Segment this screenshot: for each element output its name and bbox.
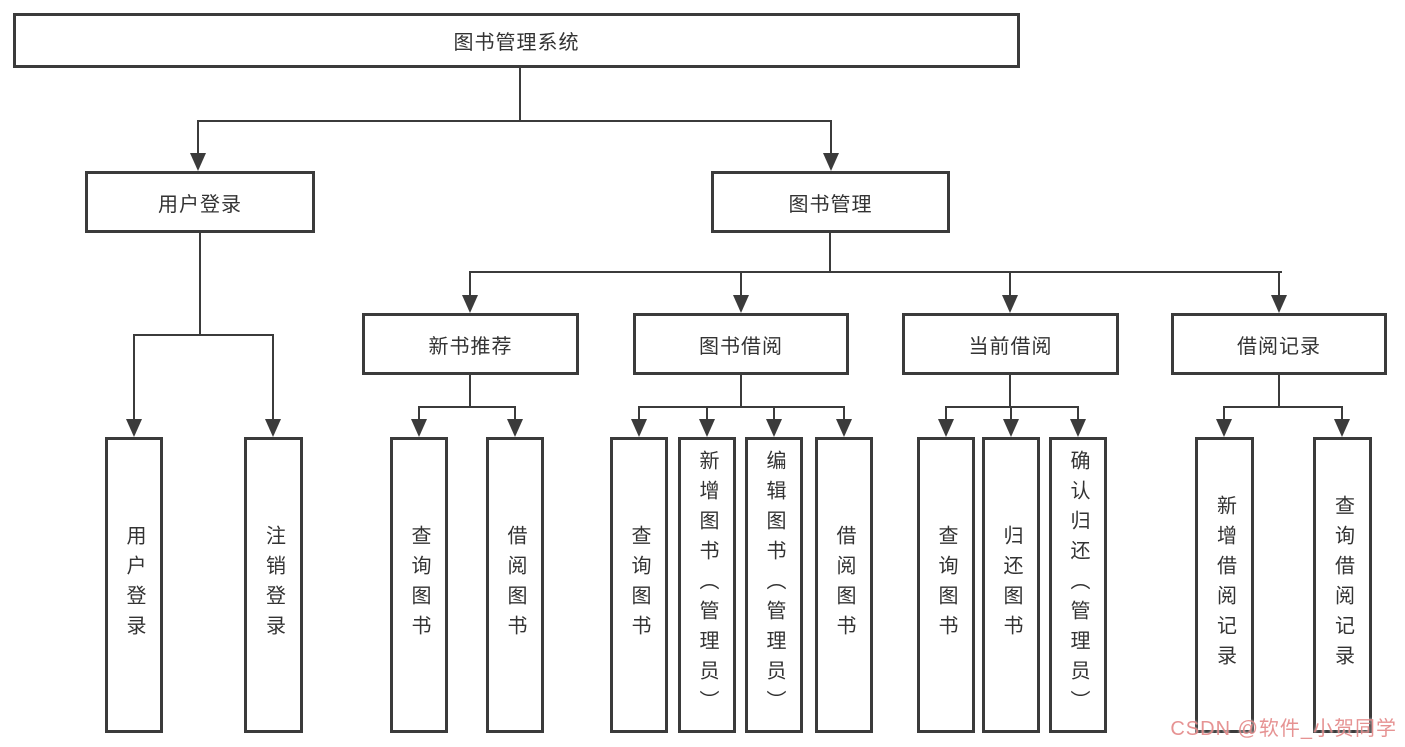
leaf-confirm-return-admin-label: 确认归还（管理员） <box>1067 450 1089 720</box>
leaf-query-books-current-label: 查询图书 <box>935 525 957 645</box>
connector-borrow-records-drop <box>1278 272 1280 297</box>
connector-user-login-stem <box>199 233 201 336</box>
node-book-management-label: 图书管理 <box>788 193 873 216</box>
connector-book-mgmt-stem <box>829 233 831 273</box>
node-borrow-records: 借阅记录 <box>1171 313 1387 375</box>
leaf-borrow-books-recommend-label: 借阅图书 <box>504 525 526 645</box>
leaf-user-login-label: 用户登录 <box>123 525 145 645</box>
arrow-book-borrow <box>733 295 749 313</box>
node-root-label: 图书管理系统 <box>453 32 580 54</box>
arrow-g2-leaf-1 <box>411 419 427 437</box>
connector-g3-hline <box>638 406 845 408</box>
leaf-confirm-return-admin: 确认归还（管理员） <box>1049 437 1107 733</box>
arrow-g4-leaf-3 <box>1070 419 1086 437</box>
node-book-management: 图书管理 <box>711 171 950 233</box>
leaf-query-borrow-record: 查询借阅记录 <box>1313 437 1372 733</box>
leaf-query-books-recommend: 查询图书 <box>390 437 448 733</box>
connector-user-login-drop <box>197 121 199 155</box>
connector-g4-stem <box>1009 375 1011 408</box>
arrow-leaf-login <box>126 419 142 437</box>
leaf-user-login: 用户登录 <box>105 437 163 733</box>
connector-book-mgmt-drop <box>830 121 832 155</box>
connector-g5-drop-2 <box>1341 407 1343 421</box>
arrow-g5-leaf-2 <box>1334 419 1350 437</box>
connector-g2-stem <box>469 375 471 408</box>
connector-user-login-hline <box>133 334 274 336</box>
node-user-login-label: 用户登录 <box>158 193 242 216</box>
connector-g5-stem <box>1278 375 1280 408</box>
leaf-add-book-admin: 新增图书（管理员） <box>678 437 736 733</box>
connector-new-book-drop <box>469 272 471 297</box>
arrow-g3-leaf-4 <box>836 419 852 437</box>
connector-level2-hline <box>197 120 832 122</box>
connector-current-borrow-drop <box>1009 272 1011 297</box>
leaf-query-books-borrow: 查询图书 <box>610 437 668 733</box>
connector-g3-drop-3 <box>773 407 775 421</box>
node-root: 图书管理系统 <box>13 13 1020 68</box>
arrow-current-borrow <box>1002 295 1018 313</box>
node-book-borrow: 图书借阅 <box>633 313 849 375</box>
node-new-book-recommend: 新书推荐 <box>362 313 579 375</box>
leaf-query-books-current: 查询图书 <box>917 437 975 733</box>
leaf-add-book-admin-label: 新增图书（管理员） <box>696 450 718 720</box>
connector-g2-drop-2 <box>514 407 516 421</box>
connector-g3-stem <box>740 375 742 408</box>
leaf-borrow-books: 借阅图书 <box>815 437 873 733</box>
node-borrow-records-label: 借阅记录 <box>1237 335 1321 358</box>
connector-g4-drop-3 <box>1077 407 1079 421</box>
leaf-return-book: 归还图书 <box>982 437 1040 733</box>
leaf-edit-book-admin: 编辑图书（管理员） <box>745 437 803 733</box>
arrow-user-login <box>190 153 206 171</box>
arrow-g3-leaf-2 <box>699 419 715 437</box>
connector-g4-hline <box>945 406 1079 408</box>
connector-g3-drop-4 <box>843 407 845 421</box>
connector-g3-drop-1 <box>638 407 640 421</box>
arrow-g2-leaf-2 <box>507 419 523 437</box>
connector-g4-drop-1 <box>945 407 947 421</box>
node-user-login: 用户登录 <box>85 171 315 233</box>
leaf-add-borrow-record-label: 新增借阅记录 <box>1213 495 1236 675</box>
node-book-borrow-label: 图书借阅 <box>699 335 783 358</box>
leaf-borrow-books-label: 借阅图书 <box>833 525 855 645</box>
arrow-new-book <box>462 295 478 313</box>
connector-leaf-logout-drop <box>272 335 274 421</box>
arrow-g5-leaf-1 <box>1216 419 1232 437</box>
arrow-book-mgmt <box>823 153 839 171</box>
connector-g3-drop-2 <box>706 407 708 421</box>
arrow-g3-leaf-3 <box>766 419 782 437</box>
arrow-g3-leaf-1 <box>631 419 647 437</box>
arrow-g4-leaf-1 <box>938 419 954 437</box>
csdn-watermark: CSDN @软件_小贺同学 <box>1170 718 1397 740</box>
connector-book-borrow-drop <box>740 272 742 297</box>
leaf-return-book-label: 归还图书 <box>1000 525 1022 645</box>
leaf-borrow-books-recommend: 借阅图书 <box>486 437 544 733</box>
arrow-borrow-records <box>1271 295 1287 313</box>
leaf-query-books-recommend-label: 查询图书 <box>408 525 430 645</box>
arrow-g4-leaf-2 <box>1003 419 1019 437</box>
leaf-query-books-borrow-label: 查询图书 <box>628 525 650 645</box>
connector-g5-drop-1 <box>1223 407 1225 421</box>
leaf-query-borrow-record-label: 查询借阅记录 <box>1331 495 1354 675</box>
leaf-add-borrow-record: 新增借阅记录 <box>1195 437 1254 733</box>
connector-g2-hline <box>418 406 516 408</box>
connector-g5-hline <box>1223 406 1343 408</box>
connector-root-stem <box>519 68 521 121</box>
node-current-borrow: 当前借阅 <box>902 313 1119 375</box>
leaf-edit-book-admin-label: 编辑图书（管理员） <box>763 450 785 720</box>
leaf-logout-label: 注销登录 <box>262 525 285 645</box>
leaf-logout: 注销登录 <box>244 437 303 733</box>
node-new-book-recommend-label: 新书推荐 <box>428 335 513 358</box>
connector-g4-drop-2 <box>1010 407 1012 421</box>
connector-leaf-login-drop <box>133 335 135 421</box>
node-current-borrow-label: 当前借阅 <box>968 335 1053 358</box>
connector-g2-drop-1 <box>418 407 420 421</box>
connector-level3-hline <box>469 271 1282 273</box>
arrow-leaf-logout <box>265 419 281 437</box>
